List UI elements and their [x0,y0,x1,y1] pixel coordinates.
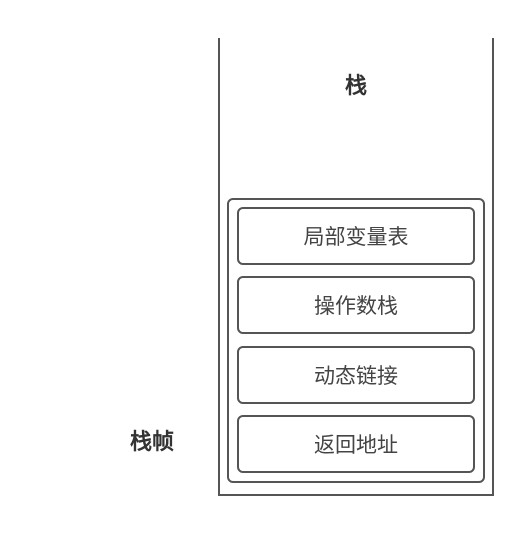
frame-slot-return-address: 返回地址 [237,415,475,473]
frame-slot-local-variables: 局部变量表 [237,207,475,265]
stack-container: 栈 局部变量表 操作数栈 动态链接 返回地址 [218,38,494,496]
frame-slot-dynamic-linking: 动态链接 [237,346,475,404]
stack-title: 栈 [344,74,367,99]
frame-label: 栈帧 [130,430,175,455]
stack-frame: 局部变量表 操作数栈 动态链接 返回地址 [227,198,485,483]
frame-slot-operand-stack: 操作数栈 [237,276,475,334]
